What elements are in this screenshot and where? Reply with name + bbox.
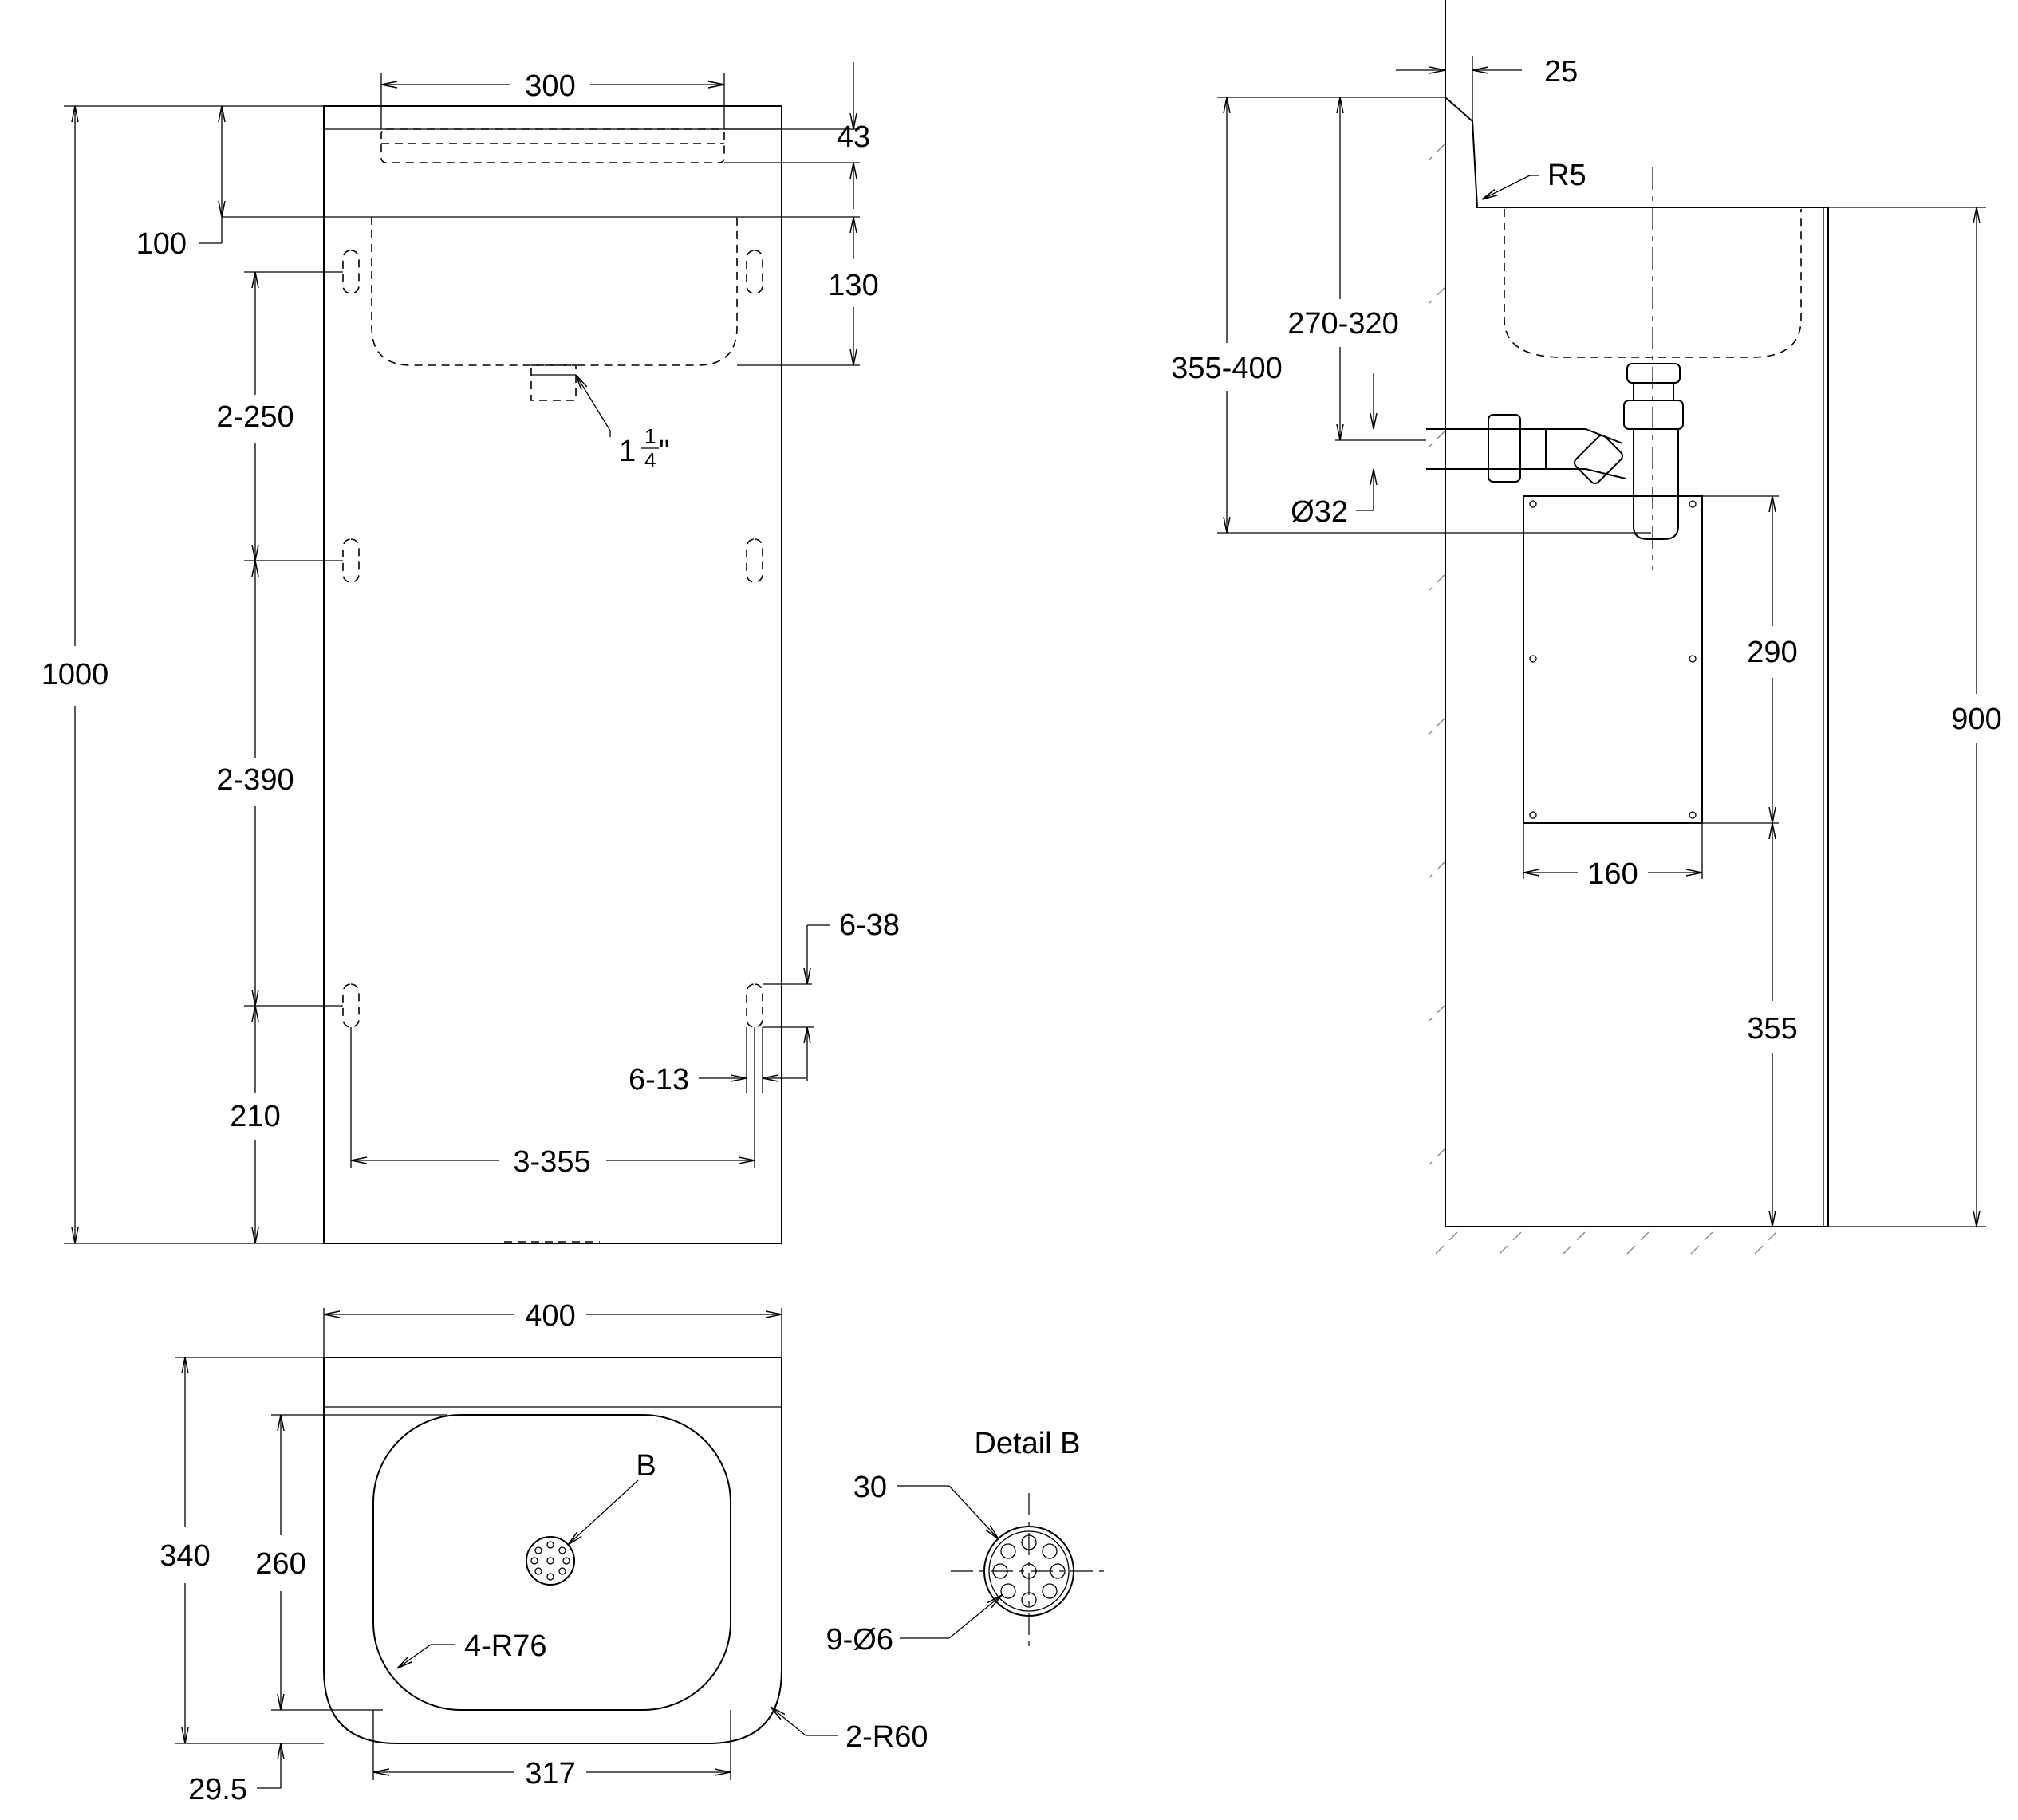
overall-height-label: 1000 — [41, 658, 109, 691]
hole-spacing-2-label: 2-390 — [216, 763, 294, 797]
pipe-diameter-label: Ø32 — [1291, 495, 1348, 529]
hole-bottom-label: 210 — [230, 1100, 280, 1133]
radius-label: R5 — [1547, 159, 1586, 192]
drain-plan — [526, 1536, 575, 1586]
slot-length-label: 6-38 — [839, 908, 900, 942]
detail-holes-label: 9-Ø6 — [826, 1623, 893, 1657]
hole-horizontal-label: 3-355 — [513, 1145, 590, 1179]
side-view: 25 R5 355-400 270-320 Ø32 290 160 — [1171, 0, 2002, 1255]
fixing-slots — [342, 250, 763, 1028]
hole-spacing-1-label: 2-250 — [216, 400, 294, 434]
detail-diameter-label: 30 — [853, 1471, 887, 1504]
basin-outline — [323, 1357, 782, 1744]
svg-text:1: 1 — [644, 424, 656, 448]
bowl-width-label: 317 — [525, 1757, 575, 1790]
access-panel — [1523, 495, 1703, 824]
panel-height-label: 290 — [1747, 636, 1797, 669]
bowl-hidden-outline — [371, 217, 738, 366]
detail-b: Detail B 30 9-Ø6 — [826, 1427, 1107, 1657]
bowl-depth-plan-label: 260 — [255, 1547, 305, 1581]
svg-text:4: 4 — [644, 448, 656, 472]
plan-view: 400 340 260 317 29.5 4-R76 2-R60 B — [160, 1299, 928, 1806]
slot-width-label: 6-13 — [629, 1063, 689, 1097]
front-offset-label: 29.5 — [188, 1773, 247, 1806]
plan-depth-label: 340 — [160, 1539, 210, 1573]
svg-text:1: 1 — [619, 435, 636, 468]
panel-width-label: 160 — [1587, 857, 1638, 891]
plan-width-label: 400 — [525, 1299, 575, 1333]
detail-b-title: Detail B — [974, 1427, 1080, 1460]
corner-radius-label: 2-R60 — [845, 1720, 928, 1754]
wall-hatching — [1429, 143, 1780, 1255]
bottle-trap — [1426, 363, 1684, 540]
wall-offset-label: 25 — [1544, 55, 1578, 89]
bowl-depth-label: 130 — [828, 269, 878, 302]
bracket-height-label: 43 — [837, 120, 870, 154]
top-offset-label: 100 — [136, 227, 187, 261]
trap-height-label: 355-400 — [1171, 352, 1282, 385]
front-view: 1000 100 300 43 130 2-250 2-39 — [41, 62, 900, 1244]
detail-holes — [992, 1534, 1066, 1608]
waste-size-label: 1 1 4 " — [619, 424, 670, 472]
bowl-outline — [372, 1414, 731, 1711]
panel-bottom-label: 355 — [1747, 1012, 1797, 1046]
backplate-outline — [323, 105, 782, 1244]
waste-outlet — [530, 364, 577, 401]
wall-bracket — [380, 128, 725, 163]
detail-marker-label: B — [636, 1449, 656, 1483]
bowl-side-hidden — [1504, 209, 1802, 358]
outlet-height-label: 270-320 — [1287, 307, 1398, 341]
overall-height-side-label: 900 — [1951, 703, 2001, 736]
bracket-width-label: 300 — [525, 69, 575, 103]
svg-text:": " — [659, 435, 670, 468]
bowl-radius-label: 4-R76 — [464, 1629, 547, 1663]
